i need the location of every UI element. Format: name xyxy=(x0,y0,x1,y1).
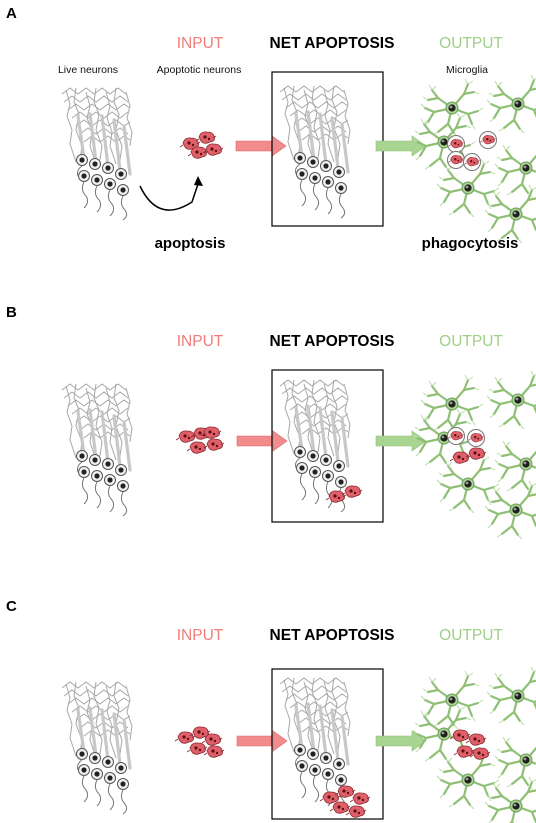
panel-a: A INPUT NET APOPTOSIS OUTPUT Live neuron… xyxy=(6,5,536,252)
panel-letter-a: A xyxy=(6,5,17,22)
microglia-field-b xyxy=(413,371,536,539)
microglia-field-a xyxy=(413,75,536,243)
live-neuron-cluster-c xyxy=(60,680,134,816)
panel-b: B INPUT NET APOPTOSIS OUTPUT xyxy=(6,304,536,539)
apoptotic-neurons-label: Apoptotic neurons xyxy=(157,64,242,76)
input-arrow-a xyxy=(235,135,287,157)
phagocytosis-label: phagocytosis xyxy=(422,235,519,252)
input-heading-c: INPUT xyxy=(177,627,224,644)
net-apoptosis-heading-c: NET APOPTOSIS xyxy=(270,627,395,644)
live-neuron-cluster-a xyxy=(60,86,134,222)
apoptosis-curved-arrow xyxy=(139,183,199,211)
output-heading-a: OUTPUT xyxy=(439,35,503,52)
input-heading-a: INPUT xyxy=(177,35,224,52)
panel-letter-c: C xyxy=(6,598,17,615)
output-heading-c: OUTPUT xyxy=(439,627,503,644)
microglia-label: Microglia xyxy=(446,64,488,76)
net-apoptotic-cells-b xyxy=(325,485,363,503)
apoptotic-neurons-input-c xyxy=(174,726,225,758)
panel-c: C INPUT NET APOPTOSIS OUTPUT xyxy=(6,598,536,823)
apoptotic-neurons-input-a xyxy=(179,131,224,159)
panel-letter-b: B xyxy=(6,304,17,321)
input-arrow-b xyxy=(236,430,288,452)
net-apoptosis-heading-b: NET APOPTOSIS xyxy=(270,333,395,350)
live-neurons-label: Live neurons xyxy=(58,64,118,76)
input-arrow-c xyxy=(236,730,288,752)
apoptosis-label: apoptosis xyxy=(155,235,226,252)
microglia-field-c xyxy=(413,667,536,823)
apoptosis-arrowhead xyxy=(194,176,203,186)
apoptotic-neurons-input-b xyxy=(175,426,225,454)
net-neuron-cluster-a xyxy=(278,84,352,220)
net-apoptosis-heading-a: NET APOPTOSIS xyxy=(270,35,395,52)
output-heading-b: OUTPUT xyxy=(439,333,503,350)
live-neuron-cluster-b xyxy=(60,382,134,518)
input-heading-b: INPUT xyxy=(177,333,224,350)
